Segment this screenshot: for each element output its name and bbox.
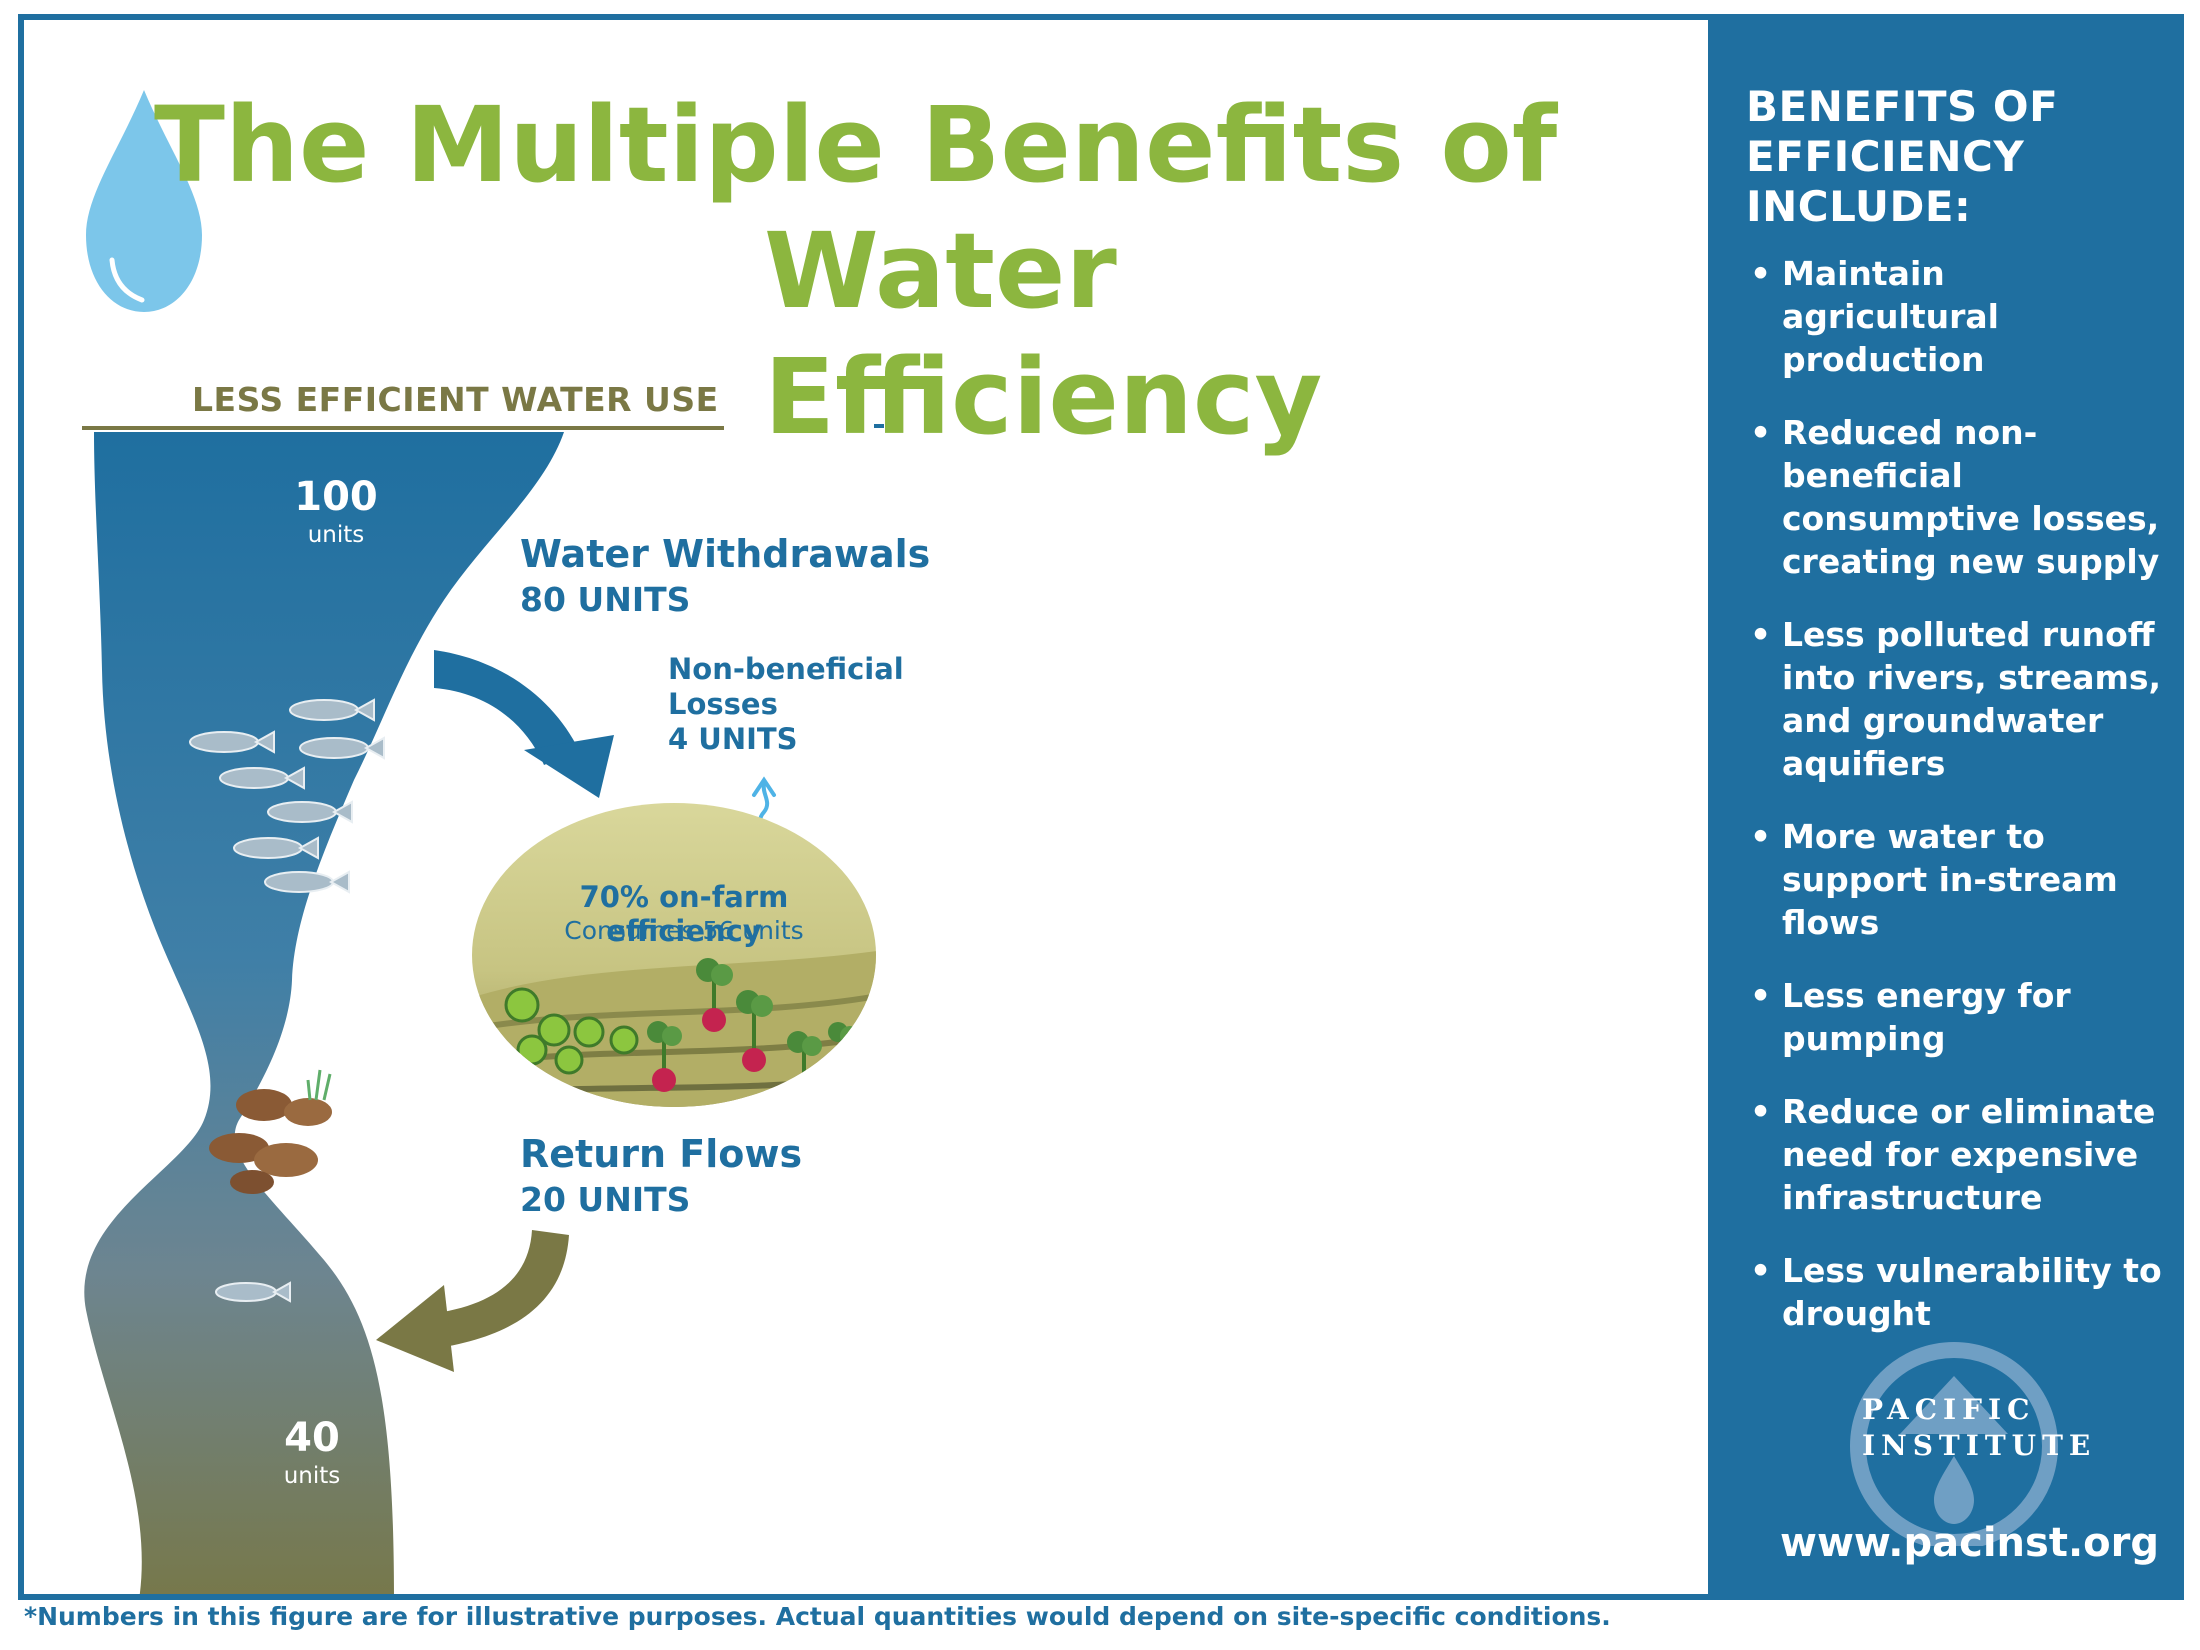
withdrawals-amount: 80 UNITS xyxy=(520,580,691,619)
benefit-text: Reduce or eliminate need for expensive i… xyxy=(1782,1092,2156,1217)
bullet-icon: • xyxy=(1750,413,1772,452)
list-item: • Reduced non-beneficial consumptive loss… xyxy=(1746,411,2166,583)
bullet-icon: • xyxy=(1750,615,1772,654)
farm-efficiency: 70% on-farm efficiency xyxy=(579,880,789,948)
list-item: • Reduce or eliminate need for expensive … xyxy=(1746,1090,2166,1219)
logo-line-2: INSTITUTE xyxy=(1862,1429,2097,1462)
sidebar-heading-line-1: BENEFITS OF xyxy=(1746,82,2059,131)
bottom-units-value: 40 xyxy=(284,1415,340,1461)
infographic-frame: The Multiple Benefits of Water Efficienc… xyxy=(18,14,2184,1600)
bullet-icon: • xyxy=(1750,254,1772,293)
benefits-sidebar: BENEFITS OF EFFICIENCY INCLUDE: • Maintai… xyxy=(1708,20,2178,1594)
benefit-text: More water to support in-stream flows xyxy=(1782,817,2118,942)
withdrawals-label: Water Withdrawals xyxy=(520,532,931,576)
benefit-text: Less polluted runoff into rivers, stream… xyxy=(1782,615,2162,783)
main-title: The Multiple Benefits of Water Efficienc… xyxy=(154,82,1654,460)
bullet-icon: • xyxy=(1750,1092,1772,1131)
title-line-1: The Multiple Benefits of xyxy=(154,84,1558,206)
top-units-value: 100 xyxy=(294,474,378,520)
bullet-icon: • xyxy=(1750,976,1772,1015)
losses-amount: 4 UNITS xyxy=(668,722,798,756)
withdrawal-arrow-icon xyxy=(434,650,614,798)
benefit-text: Maintain agricultural production xyxy=(1782,254,1999,379)
fish-school-icon xyxy=(189,698,385,894)
benefit-text: Reduced non-beneficial consumptive losse… xyxy=(1782,413,2160,581)
list-item: • Less vulnerability to drought xyxy=(1746,1249,2166,1335)
bullet-icon: • xyxy=(1750,817,1772,856)
list-item: • Maintain agricultural production xyxy=(1746,252,2166,381)
title-line-2: Water Efficiency xyxy=(764,210,1323,458)
bottom-units-label: units xyxy=(283,1463,341,1489)
benefit-text: Less energy for pumping xyxy=(1782,976,2071,1058)
river-channel xyxy=(84,432,564,1594)
flow-diagram xyxy=(82,90,884,1594)
list-item: • Less polluted runoff into rivers, strea… xyxy=(1746,613,2166,785)
farm-consumption: Consumes 56 units xyxy=(564,916,804,945)
logo-text: PACIFIC INSTITUTE xyxy=(1862,1392,2096,1464)
drop-highlight xyxy=(109,257,145,303)
farm-field xyxy=(472,803,876,1107)
logo-line-1: PACIFIC xyxy=(1862,1393,2036,1426)
middle-units-label: units xyxy=(307,1003,365,1029)
return-flow-arrow-icon xyxy=(376,1230,569,1372)
pacific-institute-logo-icon xyxy=(1850,1342,2058,1546)
bullet-icon: • xyxy=(1750,1251,1772,1290)
sidebar-heading: BENEFITS OF EFFICIENCY INCLUDE: xyxy=(1746,82,2178,232)
list-item: • Less energy for pumping xyxy=(1746,974,2166,1060)
scenario-label: LESS EFFICIENT WATER USE xyxy=(192,380,719,419)
river-rocks-icon xyxy=(209,1069,332,1194)
losses-line-1: Non-beneficial xyxy=(668,652,904,686)
sidebar-heading-line-2: EFFICIENCY INCLUDE: xyxy=(1746,132,2025,231)
losses-line-2: Losses xyxy=(668,687,778,721)
top-units-label: units xyxy=(307,522,365,548)
fish-icon xyxy=(215,1281,291,1303)
website-url[interactable]: www.pacinst.org xyxy=(1780,1520,2159,1566)
return-flows-amount: 20 UNITS xyxy=(520,1180,691,1219)
footnote: *Numbers in this figure are for illustra… xyxy=(24,1602,1611,1631)
water-drop-icon xyxy=(86,90,202,312)
return-flows-label: Return Flows xyxy=(520,1132,803,1176)
benefits-list: • Maintain agricultural production • Reduc… xyxy=(1746,252,2166,1365)
benefit-text: Less vulnerability to drought xyxy=(1782,1251,2162,1333)
list-item: • More water to support in-stream flows xyxy=(1746,815,2166,944)
middle-units-value: 20 xyxy=(308,955,364,1001)
